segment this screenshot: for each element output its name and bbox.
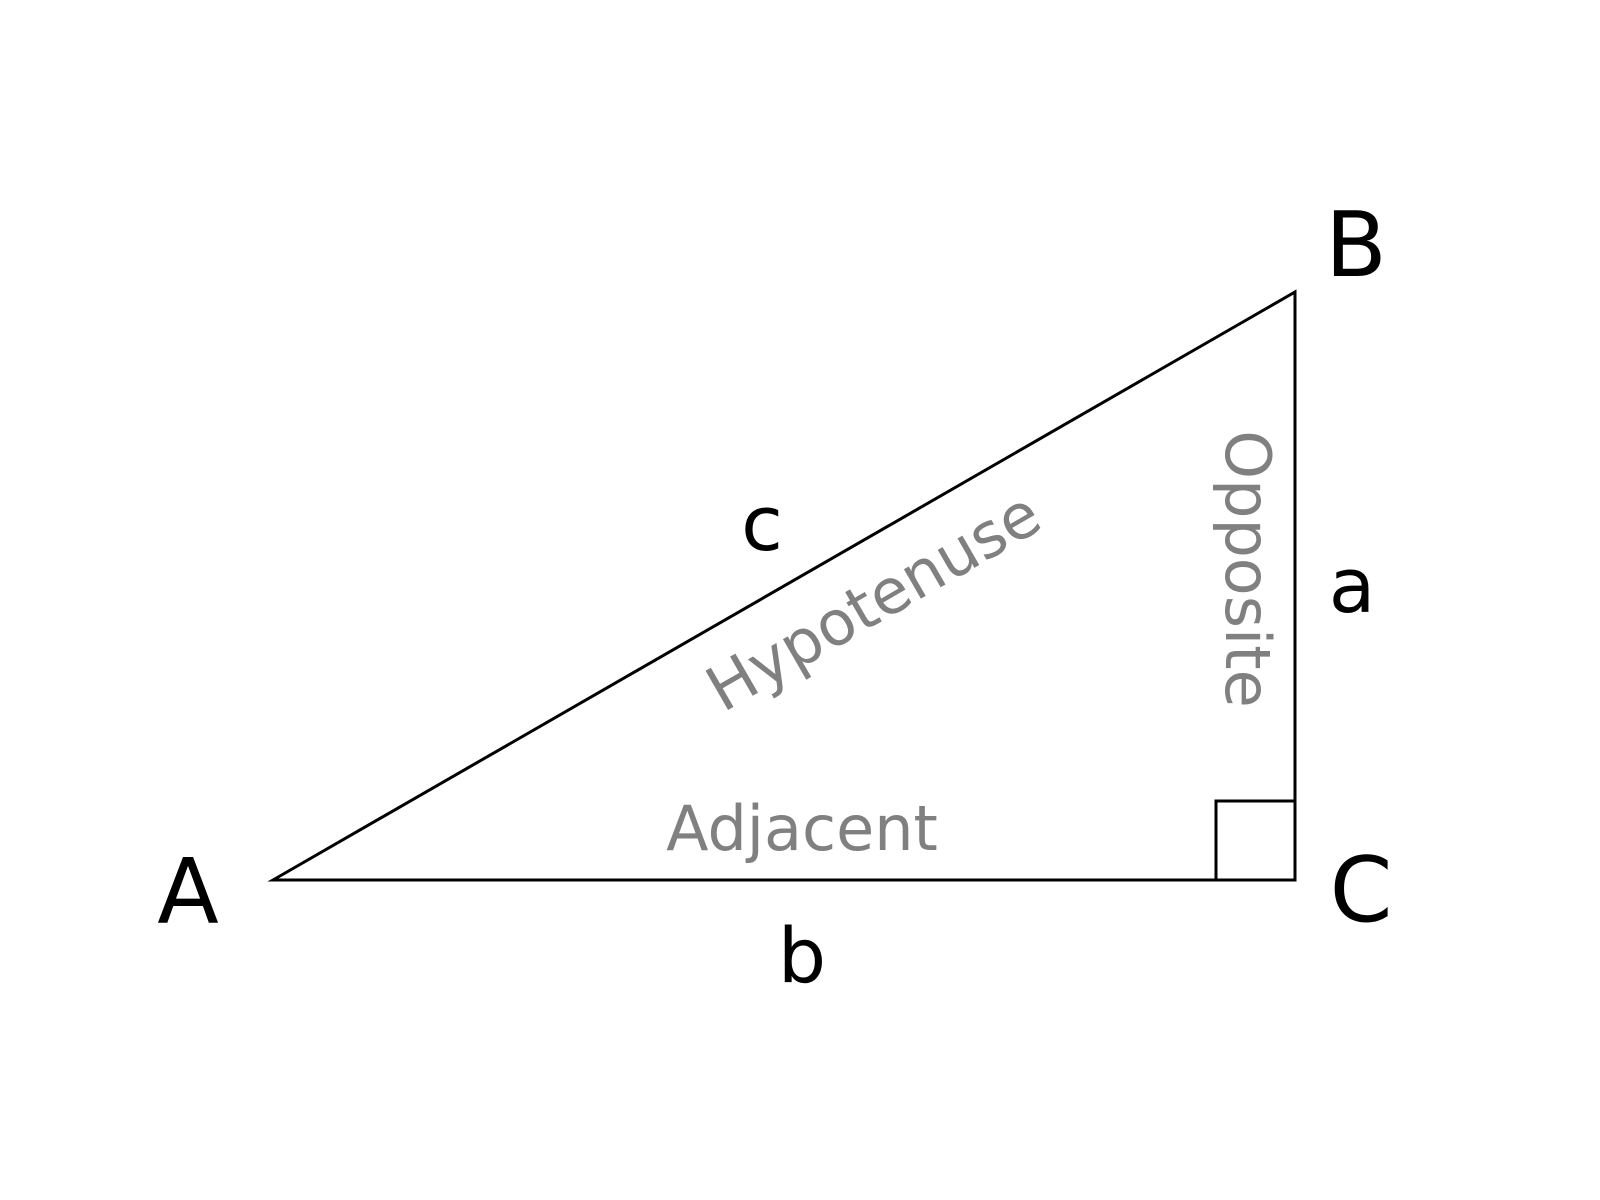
side-label-a: a: [1329, 541, 1376, 630]
right-angle-marker: [1214, 799, 1295, 880]
side-label-c: c: [741, 479, 783, 568]
vertex-label-b: B: [1325, 193, 1387, 298]
vertex-label-a: A: [157, 840, 219, 945]
vertex-label-c: C: [1330, 838, 1393, 943]
triangle: [267, 289, 1297, 882]
opposite-label: Opposite: [1211, 430, 1284, 707]
side-label-b: b: [778, 911, 826, 1000]
adjacent-label: Adjacent: [666, 792, 938, 865]
